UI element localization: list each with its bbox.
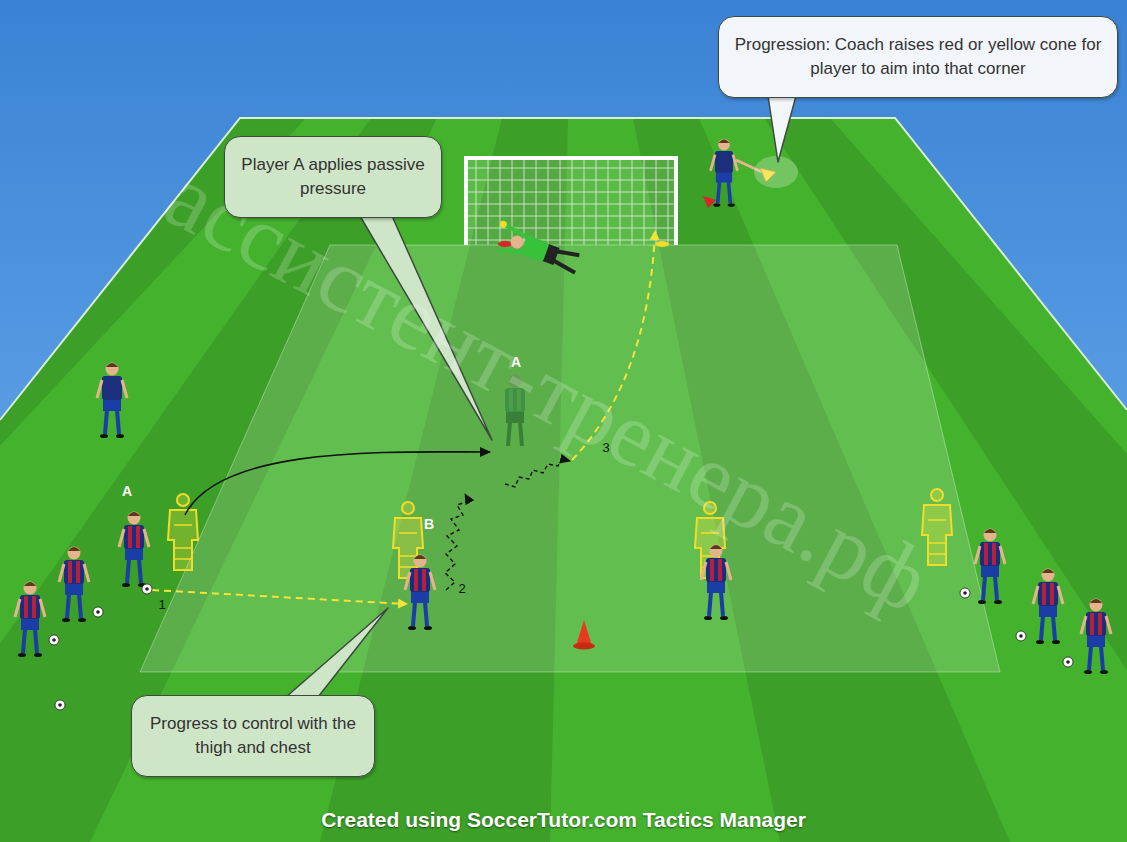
callout-number: 2 <box>458 581 465 596</box>
callout-text: Progress to control with the thigh and c… <box>146 712 360 760</box>
player-letter: A <box>122 483 132 499</box>
player-letter: B <box>424 516 434 532</box>
callout-text: Player A applies passive pressure <box>239 153 427 201</box>
callout-box: Progress to control with the thigh and c… <box>131 695 375 777</box>
callout-number: 3 <box>602 440 609 455</box>
callout-text: Progression: Coach raises red or yellow … <box>733 33 1103 81</box>
player-letter: A <box>511 354 521 370</box>
callout-box: Player A applies passive pressure <box>224 136 442 218</box>
caption: Created using SoccerTutor.com Tactics Ma… <box>0 808 1127 832</box>
callout-number: 1 <box>158 597 165 612</box>
callout-box: Progression: Coach raises red or yellow … <box>718 16 1118 98</box>
